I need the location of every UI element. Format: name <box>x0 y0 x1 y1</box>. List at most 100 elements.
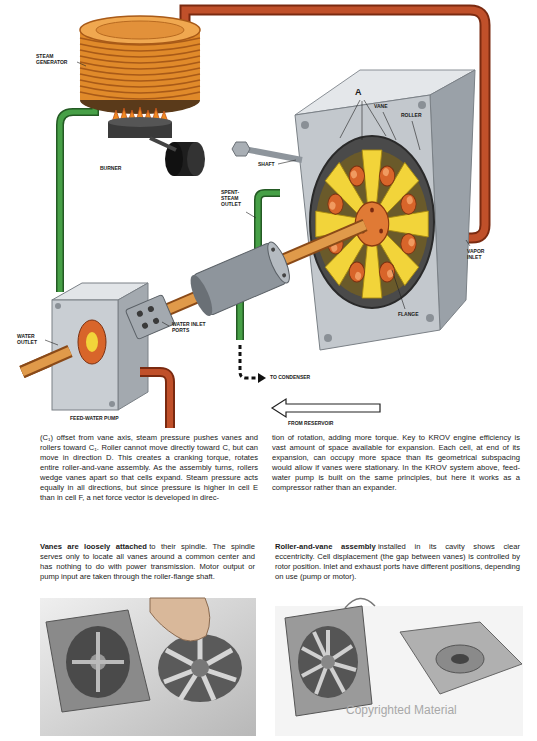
water-inlet-housing <box>125 294 174 339</box>
part-label: SPENT-STEAM OUTLET <box>221 190 251 207</box>
leader-line <box>45 340 58 345</box>
body-text: (C₁) offset from vane axis, steam pressu… <box>40 433 258 503</box>
feed-water-pipe <box>60 102 95 292</box>
roller-vane-rotor <box>326 191 346 217</box>
outlet-housing <box>270 247 275 252</box>
reservoir-pipe <box>140 372 170 428</box>
reservoir-arrow <box>272 399 380 417</box>
water-inlet-housing <box>136 310 144 318</box>
burner <box>108 117 172 127</box>
bolt <box>244 149 302 160</box>
roller-vane-rotor <box>370 208 374 213</box>
photo-assembly <box>451 654 469 664</box>
leader-line <box>383 112 396 140</box>
feed-water-pump <box>86 332 98 352</box>
water-inlet-housing <box>152 317 160 325</box>
photo-assembly <box>275 606 523 736</box>
bolt <box>232 142 250 156</box>
engine-housing <box>310 136 434 308</box>
feed-water-pump <box>78 320 106 364</box>
watermark: Copyrighted Material <box>346 704 457 718</box>
condenser-arrow <box>240 345 258 378</box>
engine-housing <box>418 101 426 109</box>
photo-assembly <box>436 645 484 673</box>
reservoir-pipe <box>140 372 170 428</box>
pump-stub-shaft <box>22 351 70 372</box>
leader-line <box>392 270 405 309</box>
steam-generator <box>80 16 200 44</box>
water-inlet-housing <box>141 322 149 330</box>
photo-vanes <box>158 634 242 702</box>
feed-water-pipe <box>60 102 95 292</box>
reservoir-pipe <box>140 372 170 428</box>
part-label: FEED-WATER PUMP <box>70 416 119 422</box>
feed-water-pump <box>55 303 61 309</box>
part-label: VAPOR INLET <box>467 249 495 261</box>
photo-vanes <box>72 660 98 664</box>
pump-stub-shaft <box>22 351 70 372</box>
burner <box>187 142 205 176</box>
steam-generator <box>80 16 200 114</box>
engine-housing <box>295 70 475 350</box>
part-label: BURNER <box>100 166 121 172</box>
part-label: WATER INLET PORTS <box>172 322 212 334</box>
caption-lead: Roller-and-vane assembly <box>275 542 376 551</box>
part-label: FLANGE <box>398 312 419 318</box>
bolt <box>232 142 302 160</box>
roller-vane-rotor <box>399 191 419 217</box>
feed-water-pump <box>109 401 115 407</box>
engine-housing <box>295 95 440 350</box>
photo-assembly <box>285 606 372 716</box>
outlet-housing <box>264 239 294 285</box>
photo-assembly <box>298 626 358 698</box>
outlet-housing <box>186 239 293 318</box>
leader-line <box>45 62 470 345</box>
leader-line <box>77 62 86 66</box>
leader-line <box>340 100 360 138</box>
part-label: SHAFT <box>258 162 275 168</box>
photo-vanes <box>40 598 256 736</box>
leader-line <box>278 160 296 164</box>
photo-vanes <box>96 632 100 662</box>
photo-assembly <box>302 630 356 694</box>
part-label: FROM RESERVOIR <box>288 421 333 427</box>
photo-vanes <box>40 598 256 736</box>
engine-housing <box>324 334 332 342</box>
roller-vane-rotor <box>377 259 397 285</box>
leader-line <box>162 322 169 326</box>
caption-block: Vanes are loosely attachedto their spind… <box>40 542 255 581</box>
leader-line <box>412 121 420 150</box>
photo-assembly <box>275 598 523 736</box>
photo-vanes <box>46 610 150 712</box>
photo-assembly <box>400 622 522 694</box>
photo-assembly <box>321 655 335 669</box>
roller-vane-rotor <box>316 150 428 298</box>
condenser-arrow <box>240 345 266 383</box>
photo-vanes <box>191 659 209 677</box>
engine-housing <box>426 314 434 322</box>
photo-vanes <box>66 626 130 698</box>
roller-vane-rotor <box>399 231 419 257</box>
leader-line <box>466 240 470 246</box>
caption-block: Roller-and-vane assemblyinstalled in its… <box>275 542 520 581</box>
part-label: TO CONDENSER <box>270 375 310 381</box>
steam-generator <box>80 38 200 99</box>
photo-vanes <box>98 660 124 664</box>
pump-stub-shaft <box>22 351 70 372</box>
caption-lead: Vanes are loosely attached <box>40 542 147 551</box>
photo-vanes <box>96 662 100 692</box>
photo-vanes <box>150 598 210 641</box>
photo-vanes <box>164 636 236 700</box>
water-inlet-housing <box>125 294 174 339</box>
steam-generator <box>96 21 184 39</box>
leader-line <box>246 212 256 218</box>
burner <box>108 107 205 176</box>
part-label: VANE <box>374 104 388 110</box>
condenser-arrow <box>258 373 266 383</box>
part-label: WATER OUTLET <box>17 334 47 346</box>
part-label: ROLLER <box>401 113 422 119</box>
roller-vane-rotor <box>316 150 428 298</box>
burner <box>150 138 176 150</box>
roller-vane-rotor <box>347 259 367 285</box>
